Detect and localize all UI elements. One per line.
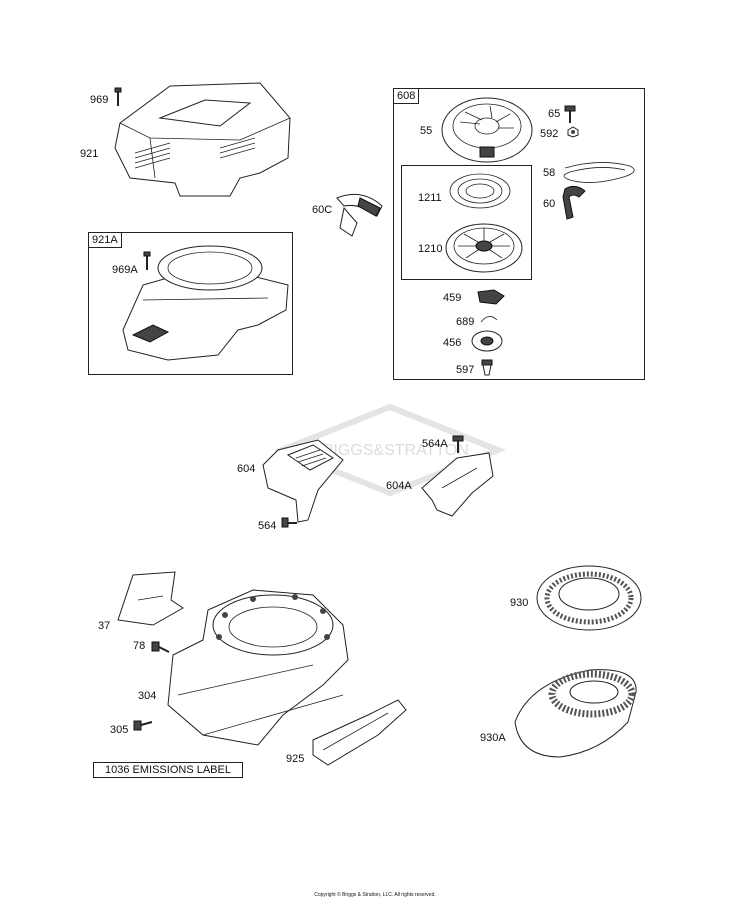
baffle-604a — [421, 452, 494, 517]
label-921: 921 — [80, 148, 99, 160]
label-58: 58 — [543, 167, 556, 179]
handle-60 — [562, 185, 586, 220]
box-1210-1211 — [401, 165, 532, 280]
label-930: 930 — [510, 597, 529, 609]
baffle-604 — [262, 439, 344, 523]
box-608-tag: 608 — [393, 88, 420, 104]
guard-930a — [514, 669, 637, 758]
label-65: 65 — [548, 108, 561, 120]
label-456: 456 — [443, 337, 462, 349]
label-925: 925 — [286, 753, 305, 765]
label-604a: 604A — [386, 480, 412, 492]
blower-cover-921a — [122, 245, 289, 361]
label-592: 592 — [540, 128, 559, 140]
label-78: 78 — [133, 640, 146, 652]
label-604: 604 — [237, 463, 256, 475]
nut-592 — [567, 126, 579, 138]
rope-58 — [563, 162, 635, 183]
screen-930 — [536, 565, 642, 631]
bolt-65 — [564, 105, 576, 123]
screw-969a — [143, 251, 151, 270]
label-969a: 969A — [112, 264, 138, 276]
retainer-456 — [471, 330, 503, 352]
label-459: 459 — [443, 292, 462, 304]
label-564: 564 — [258, 520, 277, 532]
watermark-text: BRIGGS&STRATTON — [311, 442, 469, 459]
label-564a: 564A — [422, 438, 448, 450]
pawl-459 — [477, 289, 505, 305]
label-597: 597 — [456, 364, 475, 376]
label-304: 304 — [138, 690, 157, 702]
copyright-notice: Copyright © Briggs & Stratton, LLC. All … — [314, 892, 436, 898]
label-305: 305 — [110, 724, 129, 736]
screw-969 — [114, 87, 122, 106]
label-1210: 1210 — [418, 243, 443, 255]
blower-cover-921 — [114, 82, 291, 197]
label-930a: 930A — [480, 732, 506, 744]
screw-78 — [151, 641, 170, 653]
starter-housing-55 — [441, 97, 533, 163]
spring-1211 — [449, 173, 511, 209]
box-608 — [393, 88, 645, 380]
clip-689 — [480, 316, 498, 323]
screw-564a — [452, 435, 464, 453]
screw-597 — [481, 359, 493, 376]
label-689: 689 — [456, 316, 475, 328]
pulley-1210 — [445, 223, 523, 273]
label-55: 55 — [420, 125, 433, 137]
starter-handle-60c — [336, 193, 383, 237]
screw-305 — [133, 720, 153, 731]
screw-564 — [281, 517, 297, 528]
emissions-label: 1036 EMISSIONS LABEL — [93, 762, 243, 778]
baffle-37 — [117, 571, 184, 626]
label-969: 969 — [90, 94, 109, 106]
label-37: 37 — [98, 620, 111, 632]
box-921a-tag: 921A — [88, 232, 122, 248]
blower-housing-304 — [167, 589, 349, 746]
baffle-925 — [312, 699, 407, 766]
label-60c: 60C — [312, 204, 333, 216]
box-921a — [88, 232, 293, 375]
label-60: 60 — [543, 198, 556, 210]
label-1211: 1211 — [418, 192, 442, 204]
